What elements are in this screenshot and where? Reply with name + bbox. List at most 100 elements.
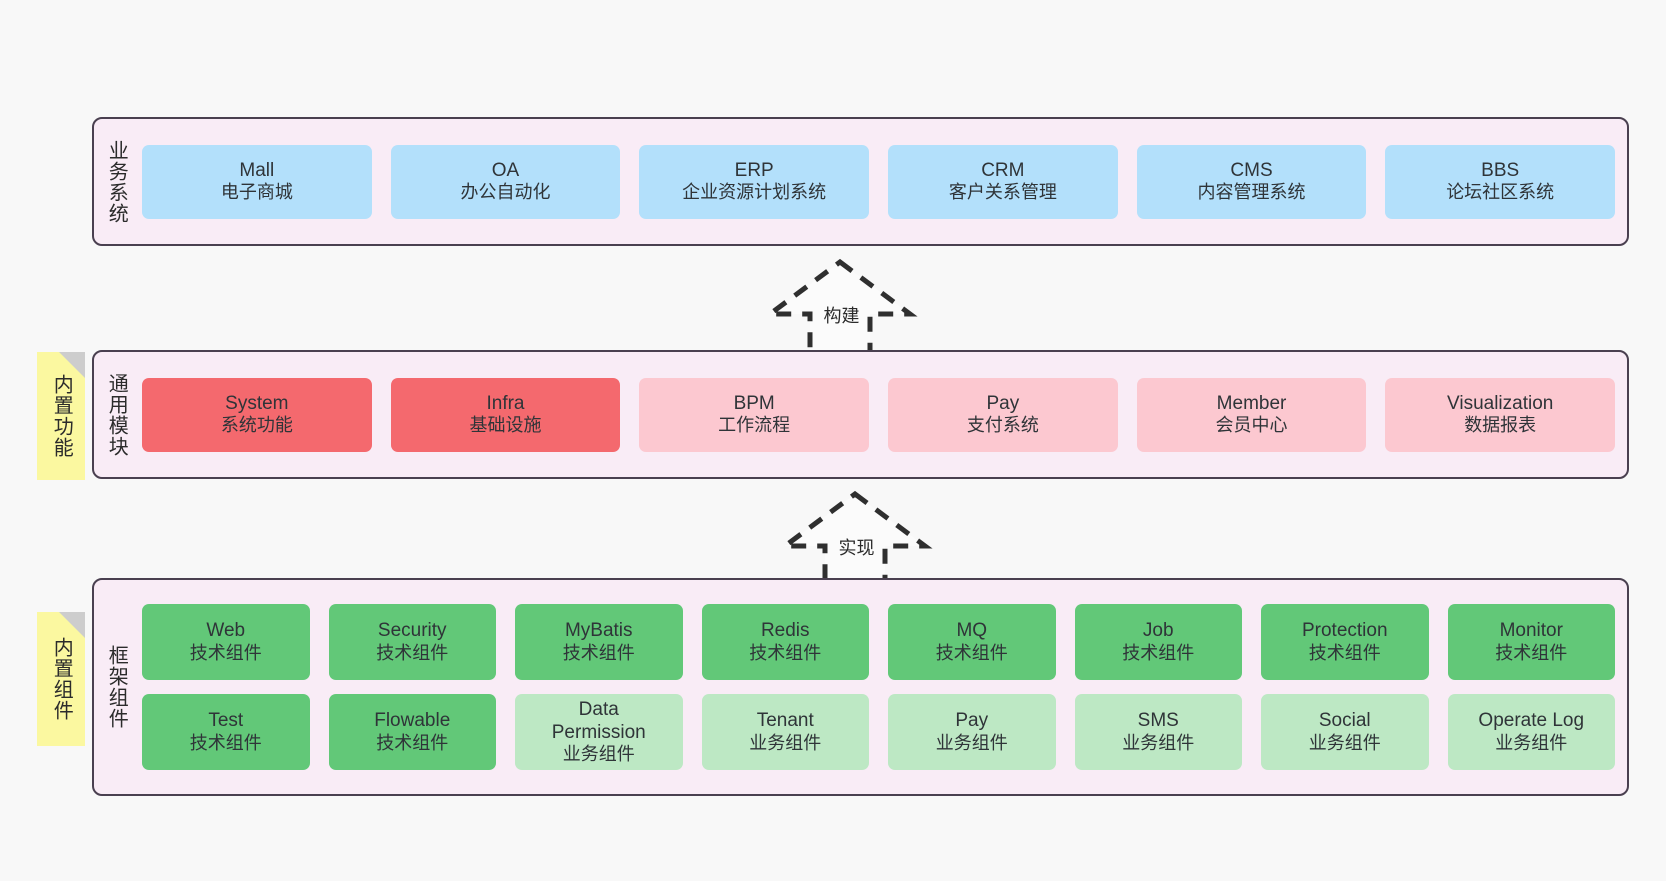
card-sms[interactable]: SMS 业务组件 — [1074, 694, 1242, 770]
card-subtitle: 基础设施 — [469, 415, 542, 436]
connector-label: 实现 — [837, 534, 876, 560]
card-title: Monitor — [1499, 620, 1563, 642]
card-title: Member — [1216, 392, 1287, 414]
note-fold-corner-icon — [59, 612, 85, 638]
card-subtitle: 技术组件 — [376, 732, 449, 753]
card-subtitle: 内容管理系统 — [1197, 182, 1306, 203]
card-title: Operate Log — [1478, 710, 1585, 732]
card-oa[interactable]: OA 办公自动化 — [390, 144, 621, 219]
card-system[interactable]: System 系统功能 — [142, 377, 372, 452]
card-row: Web 技术组件 Security 技术组件 MyBatis 技术组件 Redi… — [142, 604, 1615, 680]
sticky-note-builtin-component: 内置组件 — [37, 612, 85, 746]
card-crm[interactable]: CRM 客户关系管理 — [888, 144, 1118, 219]
layer-framework-components: 框架组件 Web 技术组件 Security 技术组件 MyBatis 技术组件… — [92, 578, 1629, 796]
card-title: MQ — [956, 620, 988, 642]
card-subtitle: 技术组件 — [1122, 642, 1195, 663]
card-flowable[interactable]: Flowable 技术组件 — [328, 694, 496, 770]
note-label: 内置功能 — [50, 374, 73, 458]
card-subtitle: 办公自动化 — [460, 182, 551, 203]
connector-label: 构建 — [822, 302, 861, 328]
card-subtitle: 技术组件 — [189, 732, 262, 753]
card-subtitle: 业务组件 — [935, 732, 1008, 753]
card-pay-business[interactable]: Pay 业务组件 — [888, 694, 1056, 770]
layer-common-modules: 通用模块 System 系统功能 Infra 基础设施 BPM 工作流程 Pay… — [92, 350, 1629, 479]
card-visualization[interactable]: Visualization 数据报表 — [1385, 377, 1616, 452]
card-row: Mall 电子商城 OA 办公自动化 ERP 企业资源计划系统 CRM 客户关系… — [142, 144, 1616, 219]
card-mq[interactable]: MQ 技术组件 — [888, 604, 1056, 680]
note-label: 内置组件 — [50, 637, 73, 721]
layer-body-business: Mall 电子商城 OA 办公自动化 ERP 企业资源计划系统 CRM 客户关系… — [138, 119, 1627, 244]
card-redis[interactable]: Redis 技术组件 — [701, 604, 869, 680]
card-title: CMS — [1230, 159, 1273, 181]
card-subtitle: 论坛社区系统 — [1446, 182, 1555, 203]
card-member[interactable]: Member 会员中心 — [1136, 377, 1367, 452]
card-title: Pay — [955, 710, 989, 732]
card-job[interactable]: Job 技术组件 — [1074, 604, 1242, 680]
card-bbs[interactable]: BBS 论坛社区系统 — [1385, 144, 1616, 219]
card-cms[interactable]: CMS 内容管理系统 — [1136, 144, 1367, 219]
card-row: System 系统功能 Infra 基础设施 BPM 工作流程 Pay 支付系统… — [142, 377, 1616, 452]
card-subtitle: 业务组件 — [749, 732, 822, 753]
card-erp[interactable]: ERP 企业资源计划系统 — [639, 144, 870, 219]
card-protection[interactable]: Protection 技术组件 — [1261, 604, 1429, 680]
sticky-note-builtin-function: 内置功能 — [37, 352, 85, 480]
card-subtitle: 企业资源计划系统 — [682, 182, 827, 203]
card-test[interactable]: Test 技术组件 — [142, 694, 310, 770]
card-subtitle: 技术组件 — [376, 642, 449, 663]
card-data-permission[interactable]: Data Permission 业务组件 — [515, 694, 683, 770]
card-subtitle: 业务组件 — [1122, 732, 1195, 753]
card-title: Tenant — [756, 710, 814, 732]
card-title: Test — [208, 710, 244, 732]
card-subtitle: 技术组件 — [749, 642, 822, 663]
card-subtitle: 技术组件 — [1308, 642, 1381, 663]
card-monitor[interactable]: Monitor 技术组件 — [1447, 604, 1615, 680]
card-subtitle: 客户关系管理 — [948, 182, 1057, 203]
card-web[interactable]: Web 技术组件 — [142, 604, 310, 680]
card-subtitle: 技术组件 — [1495, 642, 1568, 663]
card-tenant[interactable]: Tenant 业务组件 — [701, 694, 869, 770]
layer-title-common: 通用模块 — [105, 372, 128, 457]
card-subtitle: 技术组件 — [189, 642, 262, 663]
card-title: BPM — [733, 392, 775, 414]
card-subtitle: 技术组件 — [562, 642, 635, 663]
card-subtitle: 系统功能 — [220, 415, 293, 436]
card-pay[interactable]: Pay 支付系统 — [888, 377, 1118, 452]
layer-title-business: 业务系统 — [105, 139, 128, 224]
card-infra[interactable]: Infra 基础设施 — [390, 377, 621, 452]
card-title: Mall — [239, 159, 275, 181]
card-subtitle: 支付系统 — [966, 415, 1039, 436]
card-row: Test 技术组件 Flowable 技术组件 Data Permission … — [142, 694, 1615, 770]
card-title: ERP — [734, 159, 774, 181]
card-subtitle: 电子商城 — [220, 182, 293, 203]
layer-body-common: System 系统功能 Infra 基础设施 BPM 工作流程 Pay 支付系统… — [138, 352, 1627, 477]
card-title: Protection — [1301, 620, 1388, 642]
card-mybatis[interactable]: MyBatis 技术组件 — [515, 604, 683, 680]
card-bpm[interactable]: BPM 工作流程 — [639, 377, 870, 452]
layer-business-systems: 业务系统 Mall 电子商城 OA 办公自动化 ERP 企业资源计划系统 CRM… — [92, 117, 1629, 246]
card-title: Flowable — [374, 710, 451, 732]
card-title: Visualization — [1447, 392, 1554, 414]
connector-implement: 实现 — [775, 490, 935, 588]
card-subtitle: 数据报表 — [1464, 415, 1537, 436]
card-title: Web — [206, 620, 246, 642]
card-title: System — [225, 392, 289, 414]
card-title: MyBatis — [564, 620, 633, 642]
card-security[interactable]: Security 技术组件 — [328, 604, 496, 680]
card-subtitle: 业务组件 — [1308, 732, 1381, 753]
card-title: Infra — [486, 392, 525, 414]
card-title: Social — [1318, 710, 1371, 732]
card-subtitle: 业务组件 — [562, 744, 635, 765]
layer-body-framework: Web 技术组件 Security 技术组件 MyBatis 技术组件 Redi… — [138, 580, 1627, 794]
card-social[interactable]: Social 业务组件 — [1261, 694, 1429, 770]
card-title: SMS — [1137, 710, 1179, 732]
layer-title-framework: 框架组件 — [105, 645, 128, 729]
card-title: Security — [377, 620, 447, 642]
card-operate-log[interactable]: Operate Log 业务组件 — [1447, 694, 1615, 770]
card-title: Job — [1142, 620, 1174, 642]
card-subtitle: 会员中心 — [1215, 415, 1288, 436]
card-title: Pay — [986, 392, 1020, 414]
card-title: Data Permission — [551, 698, 646, 744]
card-mall[interactable]: Mall 电子商城 — [142, 144, 372, 219]
connector-build: 构建 — [760, 258, 920, 356]
